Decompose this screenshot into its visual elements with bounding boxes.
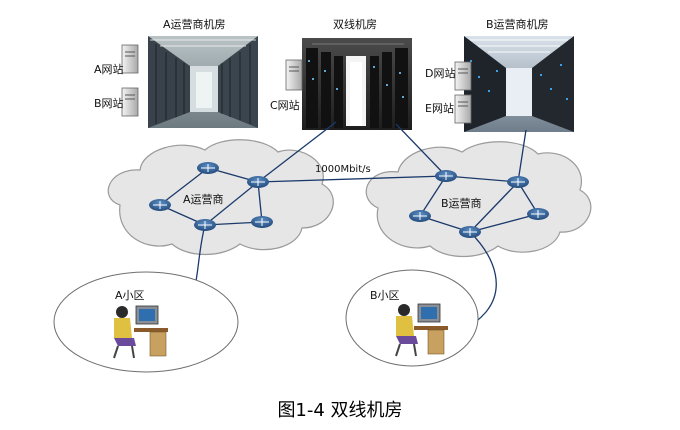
- user-a-computer-icon: [113, 305, 168, 359]
- cloud-a-operator: [107, 139, 334, 255]
- site-a-label: A网站: [94, 63, 124, 76]
- site-d-label: D网站: [425, 67, 456, 80]
- router-b5-icon: [527, 208, 549, 220]
- community-b-label: B小区: [370, 289, 400, 302]
- router-a1-icon: [197, 162, 219, 174]
- site-e-label: E网站: [425, 102, 454, 115]
- server-c-icon: [285, 59, 303, 91]
- room-a-title: A运营商机房: [163, 18, 226, 31]
- figure-caption: 图1-4 双线机房: [277, 400, 403, 421]
- router-b3-icon: [409, 210, 431, 222]
- server-d-icon: [454, 61, 472, 91]
- router-a3-icon: [247, 176, 269, 188]
- a-operator-label: A运营商: [183, 193, 224, 206]
- cloud-b-operator: [365, 141, 592, 257]
- link-speed-label: 1000Mbit/s: [315, 164, 371, 175]
- site-b-label: B网站: [94, 97, 124, 110]
- router-a4-icon: [194, 219, 216, 231]
- router-a5-icon: [251, 216, 273, 228]
- server-b-icon: [121, 87, 139, 117]
- router-a2-icon: [149, 199, 171, 211]
- router-b2-icon: [507, 176, 529, 188]
- routers: [149, 162, 549, 238]
- user-b-computer-icon: [395, 303, 448, 357]
- room-dual-photo: [302, 38, 412, 130]
- room-dual-title: 双线机房: [333, 18, 377, 31]
- room-b-title: B运营商机房: [486, 18, 549, 31]
- server-e-icon: [454, 94, 472, 124]
- room-b-photo: [464, 36, 574, 132]
- server-a-icon: [121, 44, 139, 74]
- b-operator-label: B运营商: [441, 197, 482, 210]
- room-a-photo: [148, 36, 258, 128]
- router-b1-icon: [435, 170, 457, 182]
- router-b4-icon: [459, 226, 481, 238]
- community-a-label: A小区: [115, 289, 145, 302]
- site-c-label: C网站: [270, 99, 300, 112]
